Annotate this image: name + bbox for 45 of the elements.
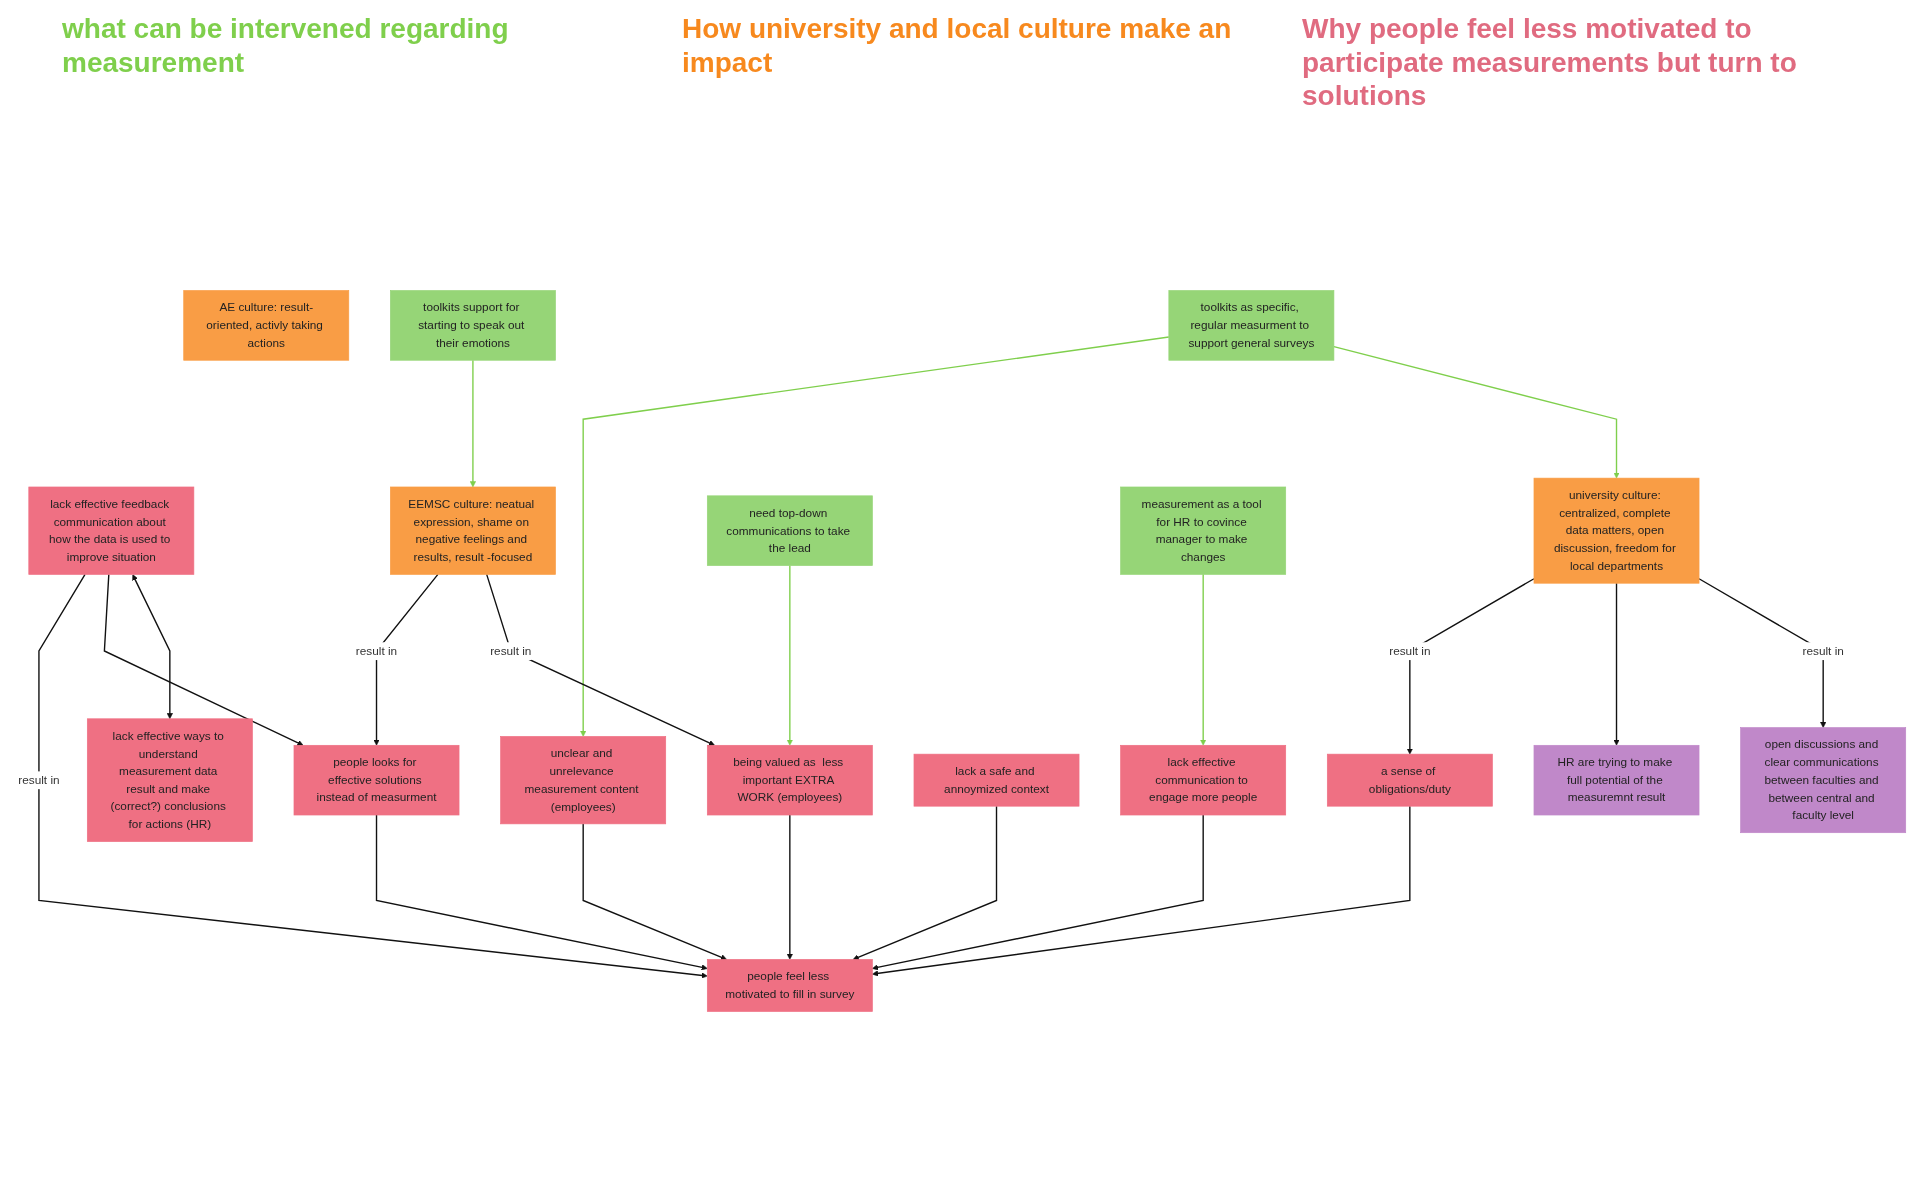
- node-box: toolkits as specific, regular measurment to support general surveys: [1168, 290, 1335, 361]
- edge-label: result in: [1802, 644, 1844, 658]
- node-box: lack effective communication to engage more people: [1120, 745, 1287, 816]
- arrow: [1406, 578, 1535, 755]
- node-box: open discussions and clear communications between faculties and between central and faculty level: [1740, 727, 1907, 834]
- edge-label: result in: [490, 644, 532, 658]
- arrow: [582, 823, 727, 961]
- node-box: lack a safe and annoymized context: [913, 754, 1080, 807]
- node-box: a sense of obligations/duty: [1326, 754, 1493, 807]
- node-box: lack effective feedback communication about how the data is used to improve situation: [28, 487, 195, 576]
- arrow: [1200, 574, 1207, 746]
- arrow: [1613, 582, 1620, 746]
- node-box: need top-down communications to take the lead: [706, 495, 873, 567]
- node-box: measurement as a tool for HR to covince manager to make changes: [1120, 487, 1287, 576]
- node-box: university culture: centralized, complete data matters, open discussion, freedom for local departments: [1533, 478, 1700, 584]
- heading-text: what can be intervened regarding measurement: [62, 12, 510, 80]
- arrow: [872, 814, 1204, 971]
- heading-text: How university and local culture make an impact: [682, 12, 1233, 80]
- arrow: [485, 574, 715, 747]
- edge-label: result in: [18, 773, 60, 787]
- node-box: people looks for effective solutions instead of measurment: [293, 745, 460, 816]
- arrow: [786, 565, 793, 746]
- arrow: [469, 359, 476, 488]
- node-box: being valued as less important EXTRA WORK (employees): [706, 745, 873, 816]
- arrow: [103, 574, 304, 747]
- arrow: [872, 805, 1411, 977]
- node-box: toolkits support for starting to speak out their emotions: [390, 290, 556, 361]
- node-box: people feel less motivated to fill in survey: [706, 959, 873, 1013]
- node-box: unclear and unrelevance measurement content (employees): [500, 736, 667, 825]
- arrow: [786, 814, 793, 961]
- arrow: [132, 574, 173, 720]
- node-box: AE culture: result-oriented, activly taking actions: [183, 290, 350, 361]
- arrow: [1698, 578, 1827, 729]
- node-box: lack effective ways to understand measurement data result and make (correct?) conclusions for actions (HR): [86, 718, 253, 843]
- arrow: [373, 574, 439, 746]
- node-box: HR are trying to make full potential of the measuremnt result: [1533, 745, 1700, 816]
- edge-label: result in: [355, 644, 398, 658]
- node-box: EEMSC culture: neatual expression, shame on negative feelings and results, result -focused: [390, 487, 556, 576]
- heading-text: Why people feel less motivated to participate measurements but turn to solutions: [1302, 12, 1798, 113]
- arrow: [580, 336, 1170, 738]
- arrow: [1333, 346, 1620, 479]
- arrow: [375, 814, 708, 971]
- edge-label: result in: [1389, 644, 1431, 658]
- arrow: [852, 805, 998, 961]
- arrow: [38, 574, 708, 979]
